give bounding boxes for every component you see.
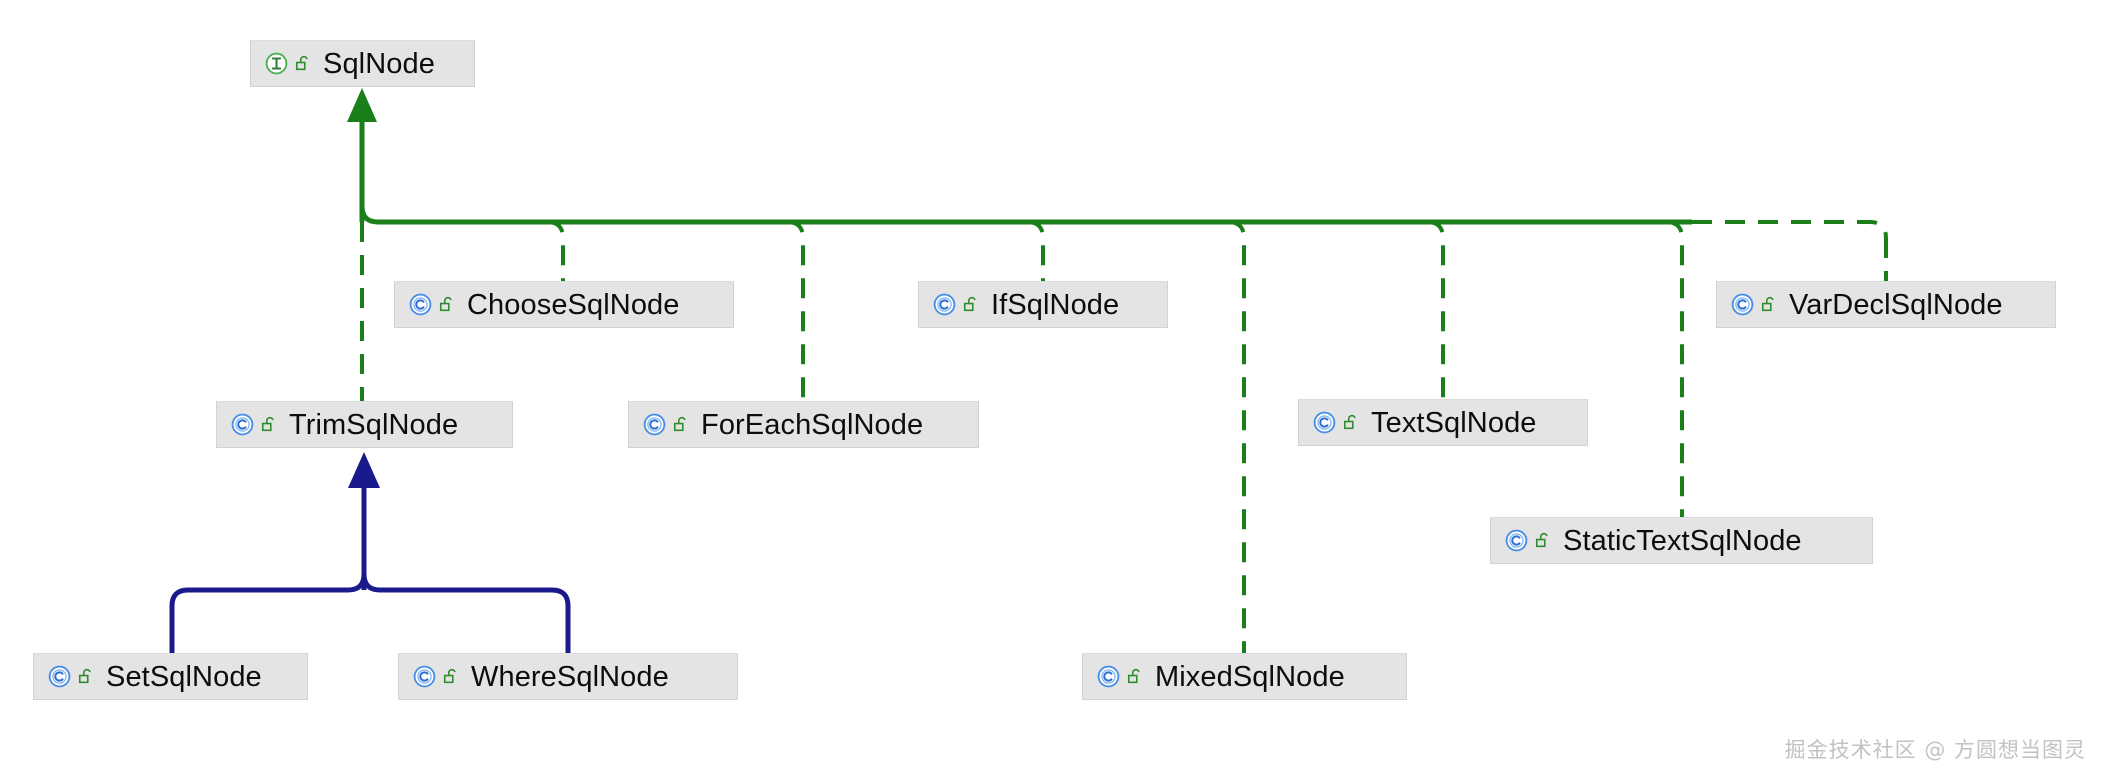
unlocked-padlock-icon — [673, 416, 686, 432]
watermark: 掘金技术社区 @ 方圆想当图灵 — [1784, 738, 2086, 762]
node-foreachsqlnode[interactable]: ForEachSqlNode — [628, 401, 979, 448]
class-icon — [1097, 665, 1120, 688]
node-label: WhereSqlNode — [471, 660, 669, 693]
node-mixedsqlnode[interactable]: MixedSqlNode — [1082, 653, 1407, 700]
implements-edge-group — [347, 88, 1888, 653]
unlocked-padlock-icon — [78, 668, 91, 684]
implements-bus-dashed-tail — [1692, 220, 1888, 239]
unlocked-padlock-icon — [295, 55, 308, 71]
implements-drop-statictextsqlnode — [1665, 220, 1684, 517]
class-icon — [1313, 411, 1336, 434]
unlocked-padlock-icon — [1127, 668, 1140, 684]
node-label: MixedSqlNode — [1155, 660, 1345, 693]
class-icon — [643, 413, 666, 436]
unlocked-padlock-icon — [1343, 414, 1356, 430]
implements-drop-foreachsqlnode — [786, 220, 805, 401]
node-label: VarDeclSqlNode — [1789, 288, 2003, 321]
node-ifsqlnode[interactable]: IfSqlNode — [918, 281, 1168, 328]
node-setsqlnode[interactable]: SetSqlNode — [33, 653, 308, 700]
node-label: ChooseSqlNode — [467, 288, 680, 321]
node-label: TrimSqlNode — [289, 408, 459, 441]
unlocked-padlock-icon — [443, 668, 456, 684]
node-label: IfSqlNode — [991, 288, 1120, 321]
node-wheresqlnode[interactable]: WhereSqlNode — [398, 653, 738, 700]
implements-drop-choosesqlnode — [546, 220, 565, 281]
class-icon — [413, 665, 436, 688]
node-label: SqlNode — [323, 47, 435, 80]
implements-drop-ifsqlnode — [1026, 220, 1045, 281]
node-label: ForEachSqlNode — [701, 408, 924, 441]
class-icon — [933, 293, 956, 316]
node-textsqlnode[interactable]: TextSqlNode — [1298, 399, 1588, 446]
class-icon — [48, 665, 71, 688]
node-choosesqlnode[interactable]: ChooseSqlNode — [394, 281, 734, 328]
implements-arrowhead — [347, 88, 377, 122]
extends-arrowhead — [348, 452, 380, 488]
unlocked-padlock-icon — [261, 416, 274, 432]
node-label: TextSqlNode — [1371, 406, 1537, 439]
node-label: StaticTextSqlNode — [1563, 524, 1802, 557]
node-sqlnode[interactable]: SqlNode — [250, 40, 475, 87]
node-statictextsqlnode[interactable]: StaticTextSqlNode — [1490, 517, 1873, 564]
unlocked-padlock-icon — [1535, 532, 1548, 548]
node-vardeclsqlnode[interactable]: VarDeclSqlNode — [1716, 281, 2056, 328]
node-label: SetSqlNode — [106, 660, 262, 693]
extends-branch-setsqlnode — [169, 573, 367, 653]
interface-icon — [265, 52, 288, 75]
extends-edge-group — [169, 452, 571, 653]
class-icon — [409, 293, 432, 316]
implements-drop-textsqlnode — [1426, 220, 1445, 399]
node-trimsqlnode[interactable]: TrimSqlNode — [216, 401, 513, 448]
class-icon — [1731, 293, 1754, 316]
extends-branch-wheresqlnode — [361, 573, 571, 653]
unlocked-padlock-icon — [1761, 296, 1774, 312]
unlocked-padlock-icon — [439, 296, 452, 312]
implements-bus-solid — [359, 205, 1692, 225]
implements-drop-mixedsqlnode — [1227, 220, 1246, 653]
unlocked-padlock-icon — [963, 296, 976, 312]
class-icon — [1505, 529, 1528, 552]
class-icon — [231, 413, 254, 436]
